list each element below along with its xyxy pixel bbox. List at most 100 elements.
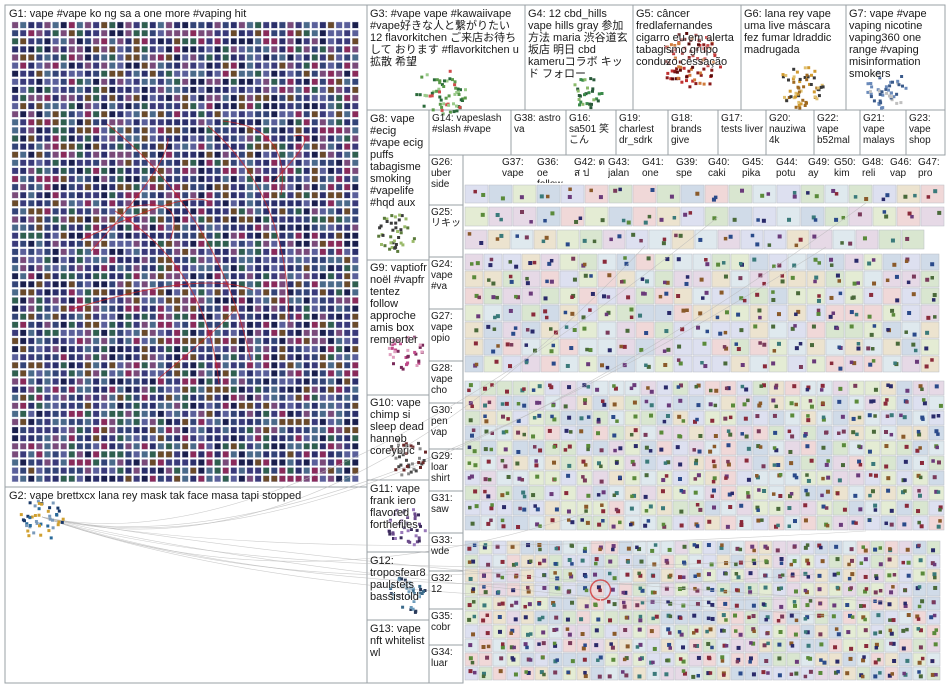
node: [247, 265, 253, 271]
node: [69, 314, 75, 320]
node: [206, 38, 212, 44]
node: [247, 443, 253, 449]
node: [931, 659, 935, 663]
node: [53, 346, 59, 352]
node: [109, 314, 115, 320]
node: [166, 111, 172, 117]
node: [724, 331, 728, 335]
node: [745, 435, 749, 439]
node: [312, 30, 318, 36]
node: [320, 297, 326, 303]
node: [874, 508, 878, 512]
node: [901, 629, 905, 633]
node: [215, 95, 221, 101]
node: [182, 119, 188, 125]
node: [795, 476, 799, 480]
node: [85, 338, 91, 344]
node: [755, 293, 759, 297]
node: [304, 176, 310, 182]
group-cell: [661, 625, 674, 638]
node: [109, 135, 115, 141]
node: [296, 322, 302, 328]
node: [714, 389, 718, 393]
group-cell: [545, 516, 560, 530]
node: [495, 360, 499, 364]
node: [263, 152, 269, 158]
node: [263, 30, 269, 36]
node: [198, 459, 204, 465]
node: [198, 338, 204, 344]
node: [85, 225, 91, 231]
node: [287, 451, 293, 457]
node: [69, 289, 75, 295]
node: [892, 659, 896, 663]
node: [125, 419, 131, 425]
node: [568, 641, 572, 645]
node: [134, 427, 140, 433]
node: [263, 63, 269, 69]
node: [125, 79, 131, 85]
group-cell: [807, 254, 825, 270]
node: [320, 451, 326, 457]
node: [490, 448, 494, 452]
group-cell: [712, 271, 730, 287]
node: [125, 225, 131, 231]
node: [263, 354, 269, 360]
node: [239, 225, 245, 231]
node: [158, 22, 164, 28]
node: [855, 433, 859, 437]
node: [312, 127, 318, 133]
node: [328, 354, 334, 360]
node: [502, 505, 506, 509]
node: [61, 103, 67, 109]
node: [713, 445, 717, 449]
node: [36, 46, 42, 52]
node: [247, 184, 253, 190]
node: [336, 354, 342, 360]
node: [635, 546, 639, 550]
node: [589, 106, 592, 109]
node: [231, 322, 237, 328]
node: [641, 277, 645, 281]
group-cell: [777, 207, 800, 226]
node: [150, 22, 156, 28]
node: [28, 322, 34, 328]
node: [296, 370, 302, 376]
node: [77, 111, 83, 117]
node: [882, 198, 886, 202]
node: [223, 71, 229, 77]
node: [279, 95, 285, 101]
group-cell: [849, 411, 864, 425]
node: [569, 572, 573, 576]
node: [166, 241, 172, 247]
node: [36, 370, 42, 376]
group-cell: [849, 471, 864, 485]
node: [613, 189, 617, 193]
node: [328, 427, 334, 433]
node: [109, 330, 115, 336]
node: [190, 468, 196, 474]
node: [550, 415, 554, 419]
node: [93, 38, 99, 44]
node: [287, 241, 293, 247]
node: [12, 297, 18, 303]
node: [352, 265, 358, 271]
group-cell: [563, 611, 576, 624]
group-cell: [864, 254, 882, 270]
node: [36, 427, 42, 433]
node: [166, 38, 172, 44]
node: [779, 630, 783, 634]
node: [77, 200, 83, 206]
node: [849, 647, 853, 651]
node: [739, 671, 743, 675]
group-cell: [826, 271, 844, 287]
group-cell: [718, 230, 740, 249]
group-cell: [871, 541, 884, 554]
node: [134, 30, 140, 36]
node: [239, 273, 245, 279]
group-cell: [871, 625, 884, 638]
node: [231, 241, 237, 247]
node: [488, 478, 492, 482]
node: [886, 489, 890, 493]
node: [524, 615, 528, 619]
